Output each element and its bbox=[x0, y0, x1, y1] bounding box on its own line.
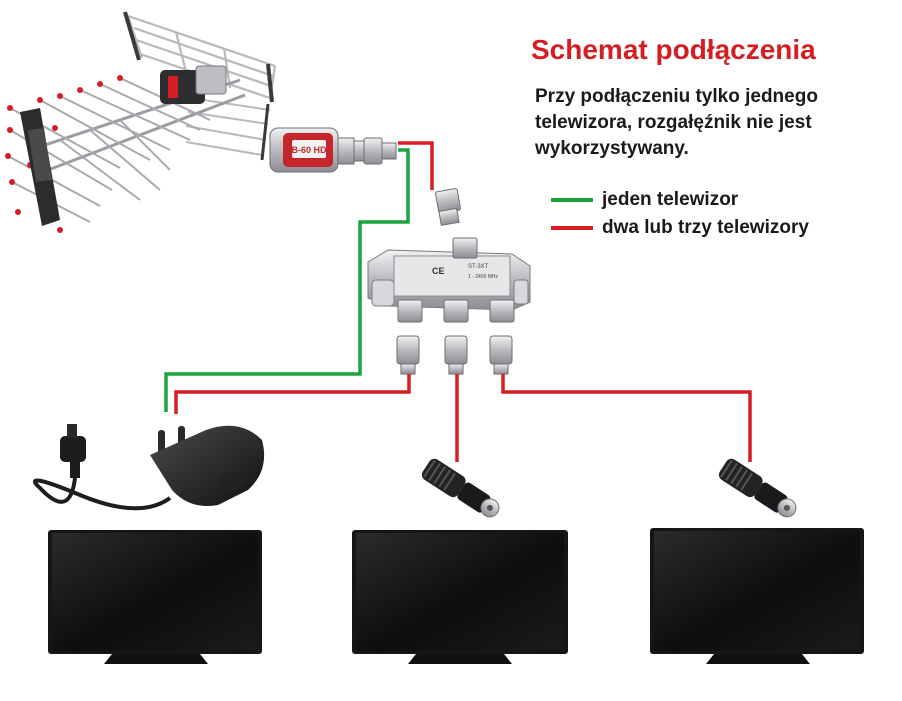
tv bbox=[650, 528, 864, 664]
splitter: CE ST-3XT 1 - 2400 MHz bbox=[367, 237, 531, 323]
amplifier-label: B-60 HD bbox=[291, 145, 327, 155]
coax-plug bbox=[718, 458, 797, 518]
diagram-description: Przy podłączeniu tylko jednego telewizor… bbox=[535, 84, 885, 162]
cable-green bbox=[164, 148, 410, 412]
f-connector bbox=[444, 335, 468, 375]
power-supply bbox=[33, 424, 265, 511]
description-line: wykorzystywany. bbox=[535, 138, 689, 159]
f-connector bbox=[396, 335, 420, 375]
legend-item-green: jeden telewizor bbox=[551, 187, 738, 213]
antenna bbox=[5, 11, 277, 233]
cable-red bbox=[398, 141, 434, 190]
legend-swatch-red bbox=[551, 226, 593, 230]
legend-item-red: dwa lub trzy telewizory bbox=[551, 215, 809, 241]
cable-red bbox=[501, 374, 752, 462]
inline-amplifier: B-60 HD bbox=[269, 127, 397, 173]
legend-swatch-green bbox=[551, 198, 593, 202]
legend-label: dwa lub trzy telewizory bbox=[602, 217, 809, 238]
f-connector bbox=[489, 335, 513, 375]
diagram-title: Schemat podłączenia bbox=[531, 34, 816, 65]
splitter-mark-model: ST-3XT bbox=[468, 264, 489, 270]
cable-red bbox=[174, 374, 411, 414]
splitter-mark-frequency: 1 - 2400 MHz bbox=[468, 274, 499, 280]
legend-label: jeden telewizor bbox=[602, 189, 739, 210]
tv bbox=[352, 530, 568, 664]
splitter-mark-ce: CE bbox=[432, 266, 445, 276]
coax-plug bbox=[421, 458, 500, 518]
description-line: Przy podłączeniu tylko jednego bbox=[535, 86, 818, 107]
f-connector bbox=[435, 188, 461, 226]
tv bbox=[48, 530, 262, 664]
description-line: telewizora, rozgałęźnik nie jest bbox=[535, 112, 812, 133]
